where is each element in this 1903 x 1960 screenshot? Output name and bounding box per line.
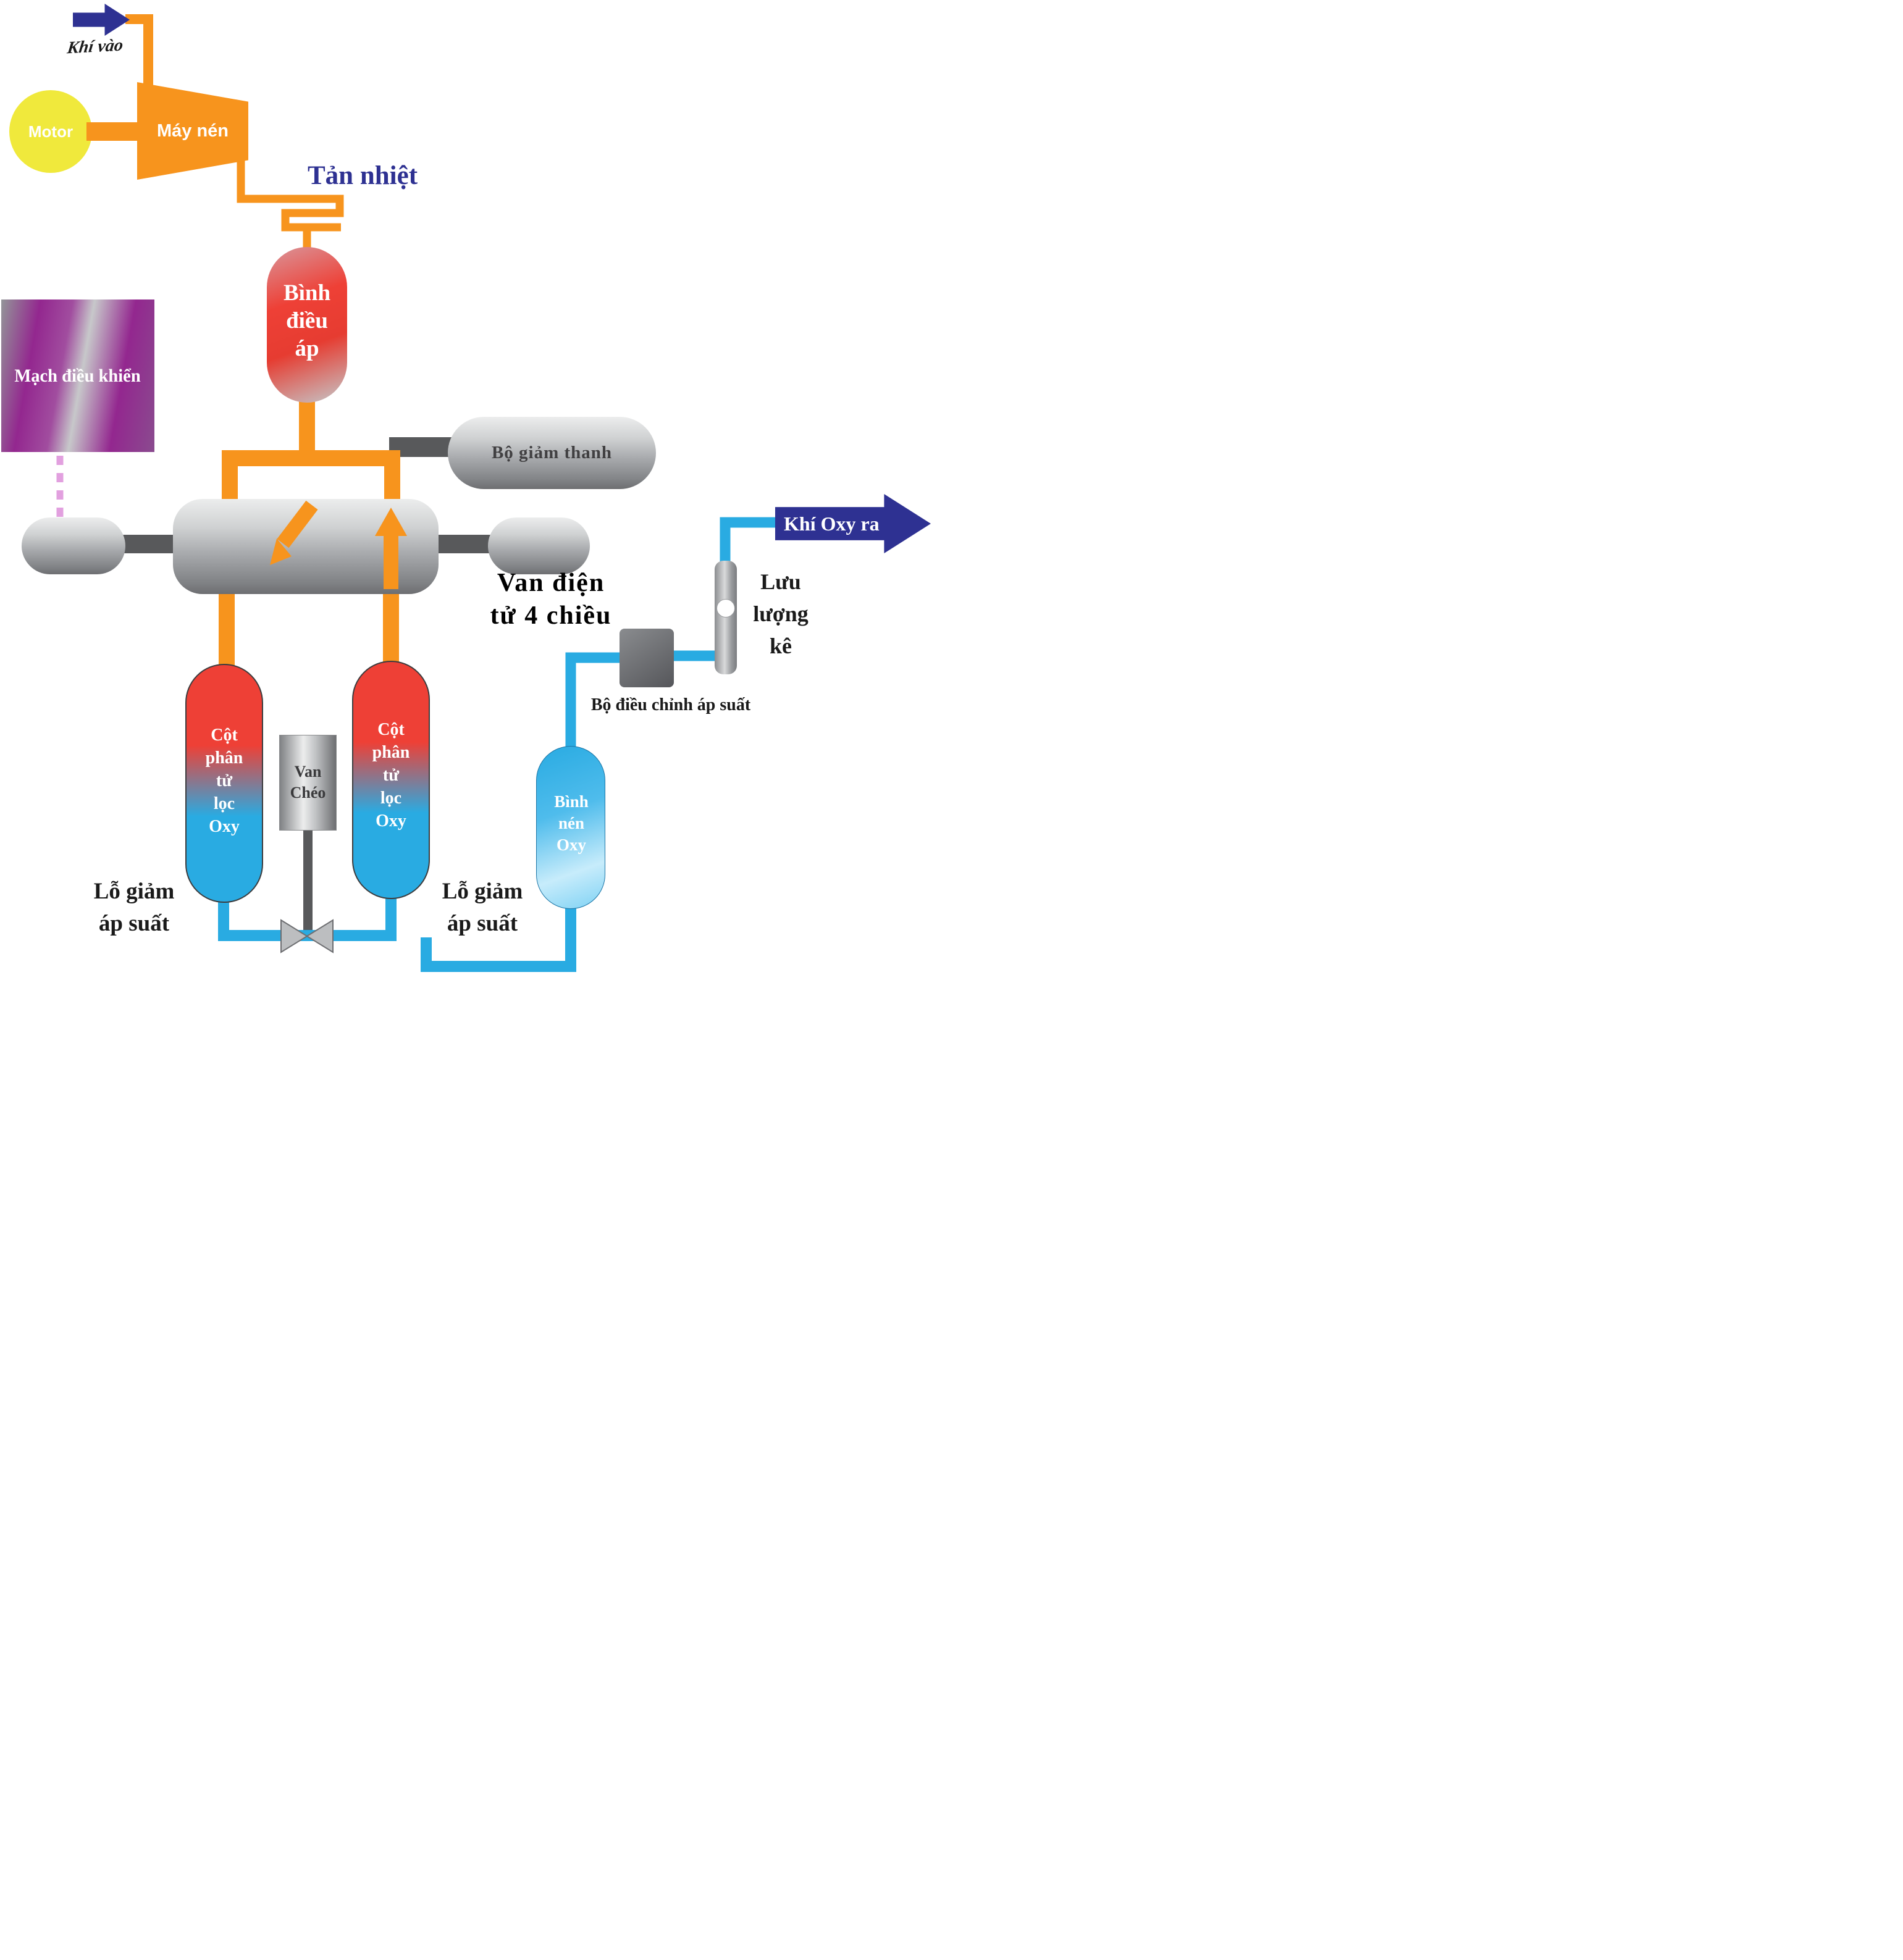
silencer: Bộ giảm thanh (448, 417, 656, 489)
control-circuit-box: Mạch điều khiển (1, 299, 154, 452)
sieve-left-line4: lọc (213, 794, 235, 813)
cross-valve-label: Van Chéo (280, 761, 336, 803)
oxygen-out-arrow: Khí Oxy ra (775, 494, 931, 553)
oxygen-tank: Bình nén Oxy (536, 746, 605, 909)
motor-shaft (86, 122, 143, 141)
pressure-tank-line3: áp (295, 336, 319, 362)
pressure-hole-left-line2: áp suất (98, 910, 170, 936)
valve-4way-body (173, 499, 439, 594)
drain-valve (280, 919, 334, 953)
sieve-left-line5: Oxy (209, 816, 240, 836)
heat-sink-label: Tản nhiệt (307, 161, 418, 190)
valve-4way-label: Van điện tử 4 chiều (458, 567, 644, 632)
motor: Motor (9, 90, 92, 173)
silencer-connector (389, 437, 456, 457)
cross-valve-line1: Van (294, 763, 322, 781)
pipe-gas-inlet (125, 14, 153, 93)
cross-valve-stem (303, 827, 313, 937)
pipe-flowmeter-to-outlet (720, 517, 778, 563)
valve-4way-line2: tử 4 chiều (490, 601, 612, 630)
oxygen-tank-line1: Bình (554, 792, 589, 811)
pressure-tank-line2: điều (286, 308, 328, 334)
sieve-right-line1: Cột (377, 720, 405, 739)
sieve-left-line3: tử (216, 771, 233, 790)
flow-meter-label: Lưu lượng kê (742, 566, 819, 663)
diagram-canvas: Motor Máy nén Mạch điều khiển Bình điều … (0, 0, 951, 980)
control-circuit-label: Mạch điều khiển (14, 365, 141, 386)
pressure-hole-left-line1: Lỗ giảm (93, 879, 175, 904)
pressure-regulator-label: Bộ điều chỉnh áp suất (590, 695, 751, 714)
silencer-label: Bộ giảm thanh (491, 443, 613, 463)
sieve-column-right-label: Cột phân tử lọc Oxy (353, 719, 429, 833)
flow-meter (715, 561, 737, 674)
flow-meter-line2: lượng (753, 601, 809, 627)
sieve-right-line4: lọc (380, 788, 402, 808)
pressure-regulator-block (620, 629, 674, 687)
sieve-right-line2: phân (372, 742, 410, 762)
pressure-tank-line1: Bình (283, 280, 331, 306)
flow-meter-line1: Lưu (760, 569, 801, 594)
compressor: Máy nén (137, 82, 248, 180)
sieve-right-line3: tử (382, 765, 400, 785)
pilot-capsule-left (22, 517, 125, 574)
motor-label: Motor (28, 122, 74, 141)
cross-valve-line2: Chéo (290, 783, 326, 802)
sieve-column-right: Cột phân tử lọc Oxy (352, 661, 430, 899)
oxygen-tank-line3: Oxy (556, 836, 586, 855)
pipe-columns-bottom (218, 892, 397, 941)
oxygen-tank-label: Bình nén Oxy (537, 791, 606, 856)
valve-4way-line1: Van điện (497, 569, 605, 597)
gas-in-arrow (73, 4, 130, 36)
oxygen-out-label: Khí Oxy ra (784, 512, 880, 535)
gas-in-label: Khí vào (66, 35, 125, 58)
flow-meter-ball (716, 599, 735, 618)
pressure-tank: Bình điều áp (267, 247, 347, 403)
sieve-right-line5: Oxy (376, 811, 406, 831)
sieve-left-line2: phân (205, 748, 243, 768)
sieve-left-line1: Cột (211, 726, 238, 745)
pressure-hole-right-line1: Lỗ giảm (442, 879, 523, 904)
sieve-column-left: Cột phân tử lọc Oxy (185, 664, 263, 903)
pressure-hole-right-label: Lỗ giảm áp suất (424, 876, 541, 940)
cross-valve: Van Chéo (279, 735, 337, 831)
valve-right-connector (432, 535, 494, 553)
sieve-column-left-label: Cột phân tử lọc Oxy (187, 724, 262, 839)
flow-meter-line3: kê (770, 634, 792, 659)
pilot-capsule-right (488, 517, 590, 574)
pressure-hole-left-label: Lỗ giảm áp suất (75, 876, 193, 940)
pressure-tank-label: Bình điều áp (267, 279, 347, 362)
oxygen-tank-line2: nén (558, 814, 585, 833)
pressure-hole-right-line2: áp suất (447, 910, 518, 936)
compressor-label: Máy nén (156, 120, 229, 141)
